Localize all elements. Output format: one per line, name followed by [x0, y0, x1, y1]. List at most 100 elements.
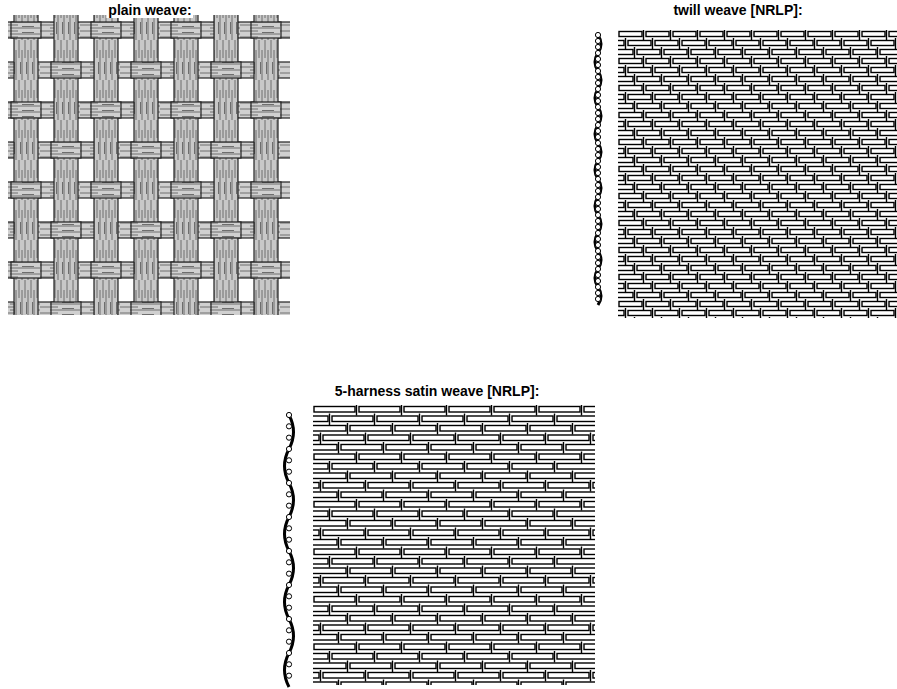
yarn-float — [431, 445, 472, 451]
yarn-float — [637, 212, 660, 217]
warp-tick — [787, 308, 788, 318]
yarn-float — [844, 41, 867, 46]
warp-strip — [134, 15, 158, 315]
yarn-float — [844, 176, 867, 181]
yarn-float — [341, 635, 382, 641]
yarn-float — [575, 473, 595, 479]
warp-tick — [518, 537, 519, 549]
yarn-float — [422, 654, 463, 660]
warp-tick — [697, 245, 698, 256]
yarn-float — [350, 521, 391, 527]
warp-tick — [347, 566, 348, 578]
warp-tick — [661, 290, 662, 301]
yarn-float — [835, 59, 858, 64]
weft-strip — [8, 302, 290, 315]
yarn-float — [880, 104, 897, 109]
yarn-float — [539, 597, 580, 603]
warp-tick — [724, 30, 725, 40]
yarn-float — [566, 540, 595, 546]
yarn-float — [754, 86, 777, 91]
warp-tick — [643, 83, 644, 94]
yarn-float — [664, 212, 687, 217]
warp-tick — [670, 299, 671, 310]
warp-tick — [545, 480, 546, 492]
yarn-cross-section — [595, 296, 600, 301]
weft-over — [51, 302, 81, 315]
warp-tick — [769, 236, 770, 247]
warp-tick — [769, 290, 770, 301]
warp-tick — [832, 299, 833, 310]
warp-tick — [859, 164, 860, 175]
warp-tick — [778, 272, 779, 283]
warp-tick — [634, 182, 635, 193]
warp-tick — [652, 38, 653, 49]
yarn-float — [593, 625, 595, 631]
warp-tick — [886, 299, 887, 310]
yarn-float — [530, 568, 571, 574]
warp-tick — [778, 56, 779, 67]
warp-tick — [868, 119, 869, 130]
yarn-float — [313, 578, 319, 584]
yarn-float — [700, 113, 723, 118]
yarn-float — [566, 635, 595, 641]
warp-tick — [545, 575, 546, 587]
yarn-cross-section — [595, 74, 600, 79]
yarn-float — [332, 511, 373, 517]
yarn-float — [799, 50, 822, 55]
warp-tick — [500, 480, 501, 492]
yarn-float — [871, 149, 894, 154]
warp-tick — [679, 119, 680, 130]
warp-tick — [572, 518, 573, 530]
weft-over — [11, 182, 41, 198]
yarn-float — [476, 492, 517, 498]
warp-tick — [455, 670, 456, 682]
warp-tick — [805, 191, 806, 202]
yarn-float — [323, 530, 364, 536]
yarn-float — [637, 131, 660, 136]
yarn-float — [790, 284, 813, 289]
warp-tick — [679, 173, 680, 184]
yarn-float — [386, 540, 427, 546]
yarn-cross-section — [595, 152, 600, 157]
yarn-float — [313, 568, 346, 574]
yarn-cross-section — [286, 560, 291, 565]
yarn-float — [323, 625, 364, 631]
yarn-float — [817, 95, 840, 100]
yarn-float — [754, 167, 777, 172]
weft-over — [51, 142, 81, 158]
yarn-float — [682, 68, 705, 73]
yarn-float — [871, 311, 894, 316]
weave-ground — [313, 405, 595, 685]
yarn-float — [539, 502, 580, 508]
yarn-float — [700, 59, 723, 64]
warp-tick — [814, 146, 815, 157]
yarn-float — [476, 682, 517, 685]
yarn-float — [512, 464, 553, 470]
yarn-float — [727, 113, 750, 118]
warp-tick — [841, 92, 842, 103]
weft-over — [251, 102, 281, 118]
warp-tick — [787, 227, 788, 238]
yarn-float — [413, 625, 454, 631]
yarn-float — [700, 302, 723, 307]
yarn-float — [575, 663, 595, 669]
yarn-float — [664, 185, 687, 190]
warp-tick — [760, 254, 761, 265]
yarn-float — [736, 311, 759, 316]
warp-tick — [742, 209, 743, 220]
warp-tick — [841, 119, 842, 130]
yarn-float — [889, 221, 897, 226]
yarn-float — [530, 616, 571, 622]
warp-tick — [329, 414, 330, 426]
yarn-float — [431, 682, 472, 685]
yarn-float — [618, 104, 633, 109]
warp-tick — [527, 613, 528, 625]
warp-tick — [670, 245, 671, 256]
yarn-float — [853, 158, 876, 163]
yarn-float — [593, 578, 595, 584]
yarn-float — [593, 483, 595, 489]
yarn-float — [566, 445, 595, 451]
yarn-float — [618, 176, 624, 181]
yarn-float — [709, 41, 732, 46]
warp-tick — [760, 200, 761, 211]
